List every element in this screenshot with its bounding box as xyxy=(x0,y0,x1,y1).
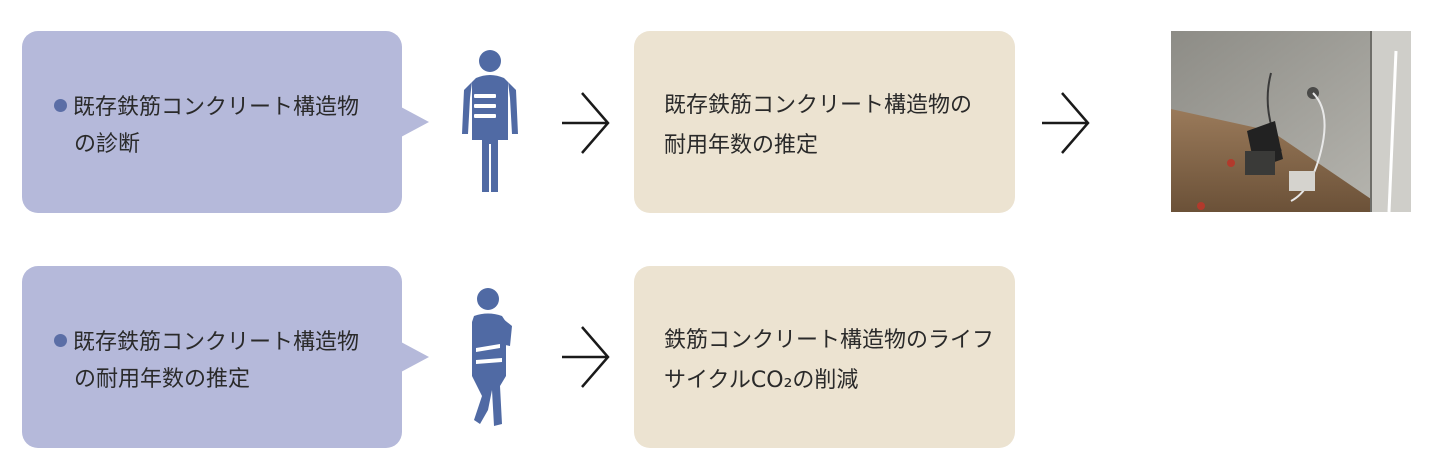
arrow-right-icon xyxy=(562,92,610,154)
speech-bubble-diagnosis: 既存鉄筋コンクリート構造物 の診断 xyxy=(22,31,429,213)
bullet-dot xyxy=(54,334,67,347)
result-text: 既存鉄筋コンクリート構造物の 耐用年数の推定 xyxy=(664,86,1009,166)
bullet-dot xyxy=(54,99,67,112)
person-standing-icon xyxy=(462,50,518,192)
arrow-right-icon xyxy=(562,326,610,388)
result-box-life-cycle-co2: 鉄筋コンクリート構造物のライフ サイクルCO₂の削減 xyxy=(634,266,1015,448)
result-line-1: 鉄筋コンクリート構造物のライフ xyxy=(664,328,995,353)
concrete-wall-measurement-photo xyxy=(1171,31,1411,212)
bubble-line-2: の診断 xyxy=(74,132,141,157)
result-text: 鉄筋コンクリート構造物のライフ サイクルCO₂の削減 xyxy=(664,321,1009,401)
bubble-line-2: の耐用年数の推定 xyxy=(74,367,251,392)
person-thinking-icon xyxy=(472,288,512,426)
speech-bubble-service-life: 既存鉄筋コンクリート構造物 の耐用年数の推定 xyxy=(22,266,429,448)
bubble-text: 既存鉄筋コンクリート構造物 の診断 xyxy=(54,89,394,163)
arrow-right-icon xyxy=(1042,92,1090,154)
result-box-service-life: 既存鉄筋コンクリート構造物の 耐用年数の推定 xyxy=(634,31,1015,213)
bubble-line-1: 既存鉄筋コンクリート構造物 xyxy=(73,330,360,355)
bubble-line-1: 既存鉄筋コンクリート構造物 xyxy=(73,95,360,120)
bubble-text: 既存鉄筋コンクリート構造物 の耐用年数の推定 xyxy=(54,324,394,398)
result-line-2: 耐用年数の推定 xyxy=(664,133,819,158)
result-line-2: サイクルCO₂の削減 xyxy=(664,368,859,393)
result-line-1: 既存鉄筋コンクリート構造物の xyxy=(664,93,973,118)
